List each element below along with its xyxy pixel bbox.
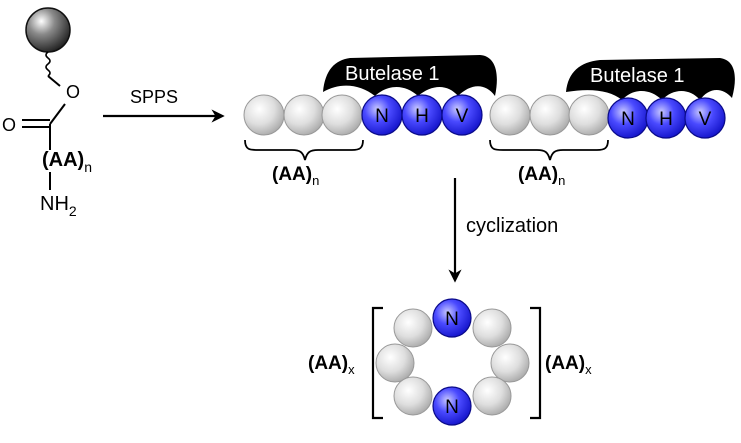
bond-linker-o	[47, 75, 61, 87]
butelase-2-enzyme	[566, 58, 735, 100]
motif-2-label-n: N	[621, 109, 635, 130]
cyclization-label: cyclization	[466, 215, 558, 237]
left-bracket	[371, 306, 383, 420]
cyclic-left-label: (AA)x	[308, 353, 355, 377]
cyclic-product: N N (AA)x (AA)x	[308, 298, 592, 426]
resin-linker	[45, 51, 51, 77]
aa-residue	[529, 94, 571, 136]
cyclization-step: cyclization	[448, 178, 558, 283]
butelase-2-label: Butelase 1	[590, 65, 685, 87]
amine-label: NH2	[40, 193, 77, 219]
motif-2-label-v: V	[699, 109, 712, 130]
spps-label: SPPS	[130, 87, 178, 107]
motif-1-residue-v	[441, 94, 483, 136]
ring-asn-bottom-label: N	[445, 397, 459, 418]
resin-repeat-label: (AA)n	[42, 149, 92, 175]
aa-residue	[243, 94, 285, 136]
ring-asn-top-label: N	[445, 309, 459, 330]
aa-residue	[321, 94, 363, 136]
ring-residue	[472, 308, 512, 348]
ester-oxygen: O	[66, 82, 80, 102]
linear-peptide: Butelase 1 Butelase 1 N H V N H V (AA)n	[243, 55, 735, 188]
motif-2-residue-v	[684, 97, 726, 139]
motif-1-label-n: N	[375, 106, 389, 127]
motif-1-label-h: H	[415, 106, 429, 127]
aa-residue	[283, 94, 325, 136]
resin-bead	[25, 7, 71, 53]
ring-asn-top	[432, 298, 472, 338]
butelase-1-enzyme	[323, 55, 497, 96]
ring-residue	[393, 308, 433, 348]
repeat-label-2: (AA)n	[518, 164, 565, 188]
ring-residue	[490, 343, 530, 383]
ring-residue	[472, 376, 512, 416]
right-bracket	[530, 306, 542, 420]
cyclic-right-label: (AA)x	[545, 353, 592, 377]
butelase-1-label: Butelase 1	[345, 63, 440, 85]
aa-residue	[568, 94, 610, 136]
spps-step: SPPS	[103, 87, 225, 123]
motif-2-label-h: H	[659, 109, 673, 130]
motif-1-label-v: V	[456, 106, 469, 127]
bond-o-c	[49, 103, 66, 125]
repeat-brace-2	[489, 139, 609, 161]
resin-structure: O O (AA)n NH2	[2, 7, 92, 219]
aa-residue	[489, 94, 531, 136]
ring-residue	[375, 343, 415, 383]
ring-residue	[393, 376, 433, 416]
repeat-brace-1	[244, 139, 364, 161]
carbonyl-oxygen: O	[2, 115, 16, 135]
repeat-label-1: (AA)n	[272, 164, 319, 188]
ring-asn-bottom	[432, 386, 472, 426]
